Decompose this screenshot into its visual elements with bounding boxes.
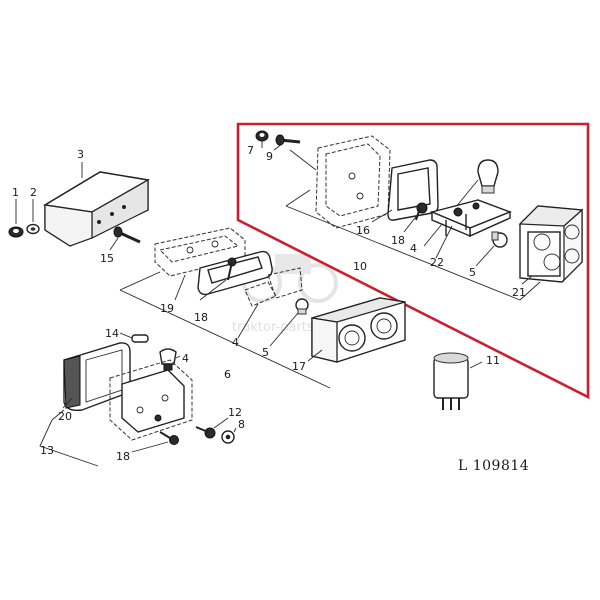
callout-12: 12 [228, 406, 242, 419]
screw-part-9 [275, 134, 301, 146]
bulb-part-middle [295, 298, 309, 315]
callout-18-right: 18 [391, 234, 405, 247]
reference-code: L 109814 [458, 458, 529, 474]
callout-5: 5 [262, 346, 269, 359]
callout-4-left: 4 [182, 352, 189, 365]
callout-5-right: 5 [469, 266, 476, 279]
square-lamp-part [518, 205, 584, 283]
lamp-base-part-16 [315, 135, 391, 229]
callout-19: 19 [160, 302, 174, 315]
lamp-base-part-left [109, 359, 193, 441]
callout-9: 9 [266, 150, 273, 163]
gasket-part-right [387, 159, 439, 221]
screw-part-bottom [159, 431, 179, 445]
watermark-text: traktor-parts [232, 320, 314, 335]
nut-part-7 [255, 130, 269, 142]
callout-2: 2 [30, 186, 37, 199]
watermark: traktor-parts [232, 254, 338, 335]
nut-part [8, 226, 24, 238]
callout-13: 13 [40, 444, 54, 457]
callout-1: 1 [12, 186, 19, 199]
washer-part [26, 223, 40, 235]
callout-11: 11 [486, 354, 500, 367]
screw-part [113, 226, 141, 244]
double-lamp-part [311, 297, 406, 363]
gasket-part [197, 250, 273, 296]
bulb-holder-part [244, 267, 303, 307]
screw-part-middle [227, 257, 237, 281]
callout-21: 21 [512, 286, 526, 299]
callout-18: 18 [194, 311, 208, 324]
callout-3: 3 [77, 148, 84, 161]
screw-part-12 [195, 426, 216, 439]
callout-4: 4 [232, 336, 239, 349]
large-lamp-lens-part [63, 342, 131, 412]
callout-20: 20 [58, 410, 72, 423]
callout-7: 7 [247, 144, 254, 157]
cover-housing-part [42, 171, 151, 247]
callout-22: 22 [430, 256, 444, 269]
callout-18-bottom: 18 [116, 450, 130, 463]
bulb-holder-part-22 [429, 199, 512, 238]
callout-10: 10 [353, 260, 367, 273]
callout-16: 16 [356, 224, 370, 237]
highlight-outline [236, 122, 590, 400]
flasher-relay-part [433, 352, 469, 410]
callout-4-right: 4 [410, 242, 417, 255]
callout-15: 15 [100, 252, 114, 265]
small-bulb-part [131, 334, 149, 343]
callout-6: 6 [224, 368, 231, 381]
callout-17: 17 [292, 360, 306, 373]
bulb-part-top [477, 159, 499, 194]
callout-14: 14 [105, 327, 119, 340]
nut-part-8 [221, 430, 235, 444]
bulb-part-right [491, 231, 508, 248]
bulb-holder-part-left [159, 348, 177, 371]
callout-8: 8 [238, 418, 245, 431]
lamp-base-part [154, 227, 246, 277]
